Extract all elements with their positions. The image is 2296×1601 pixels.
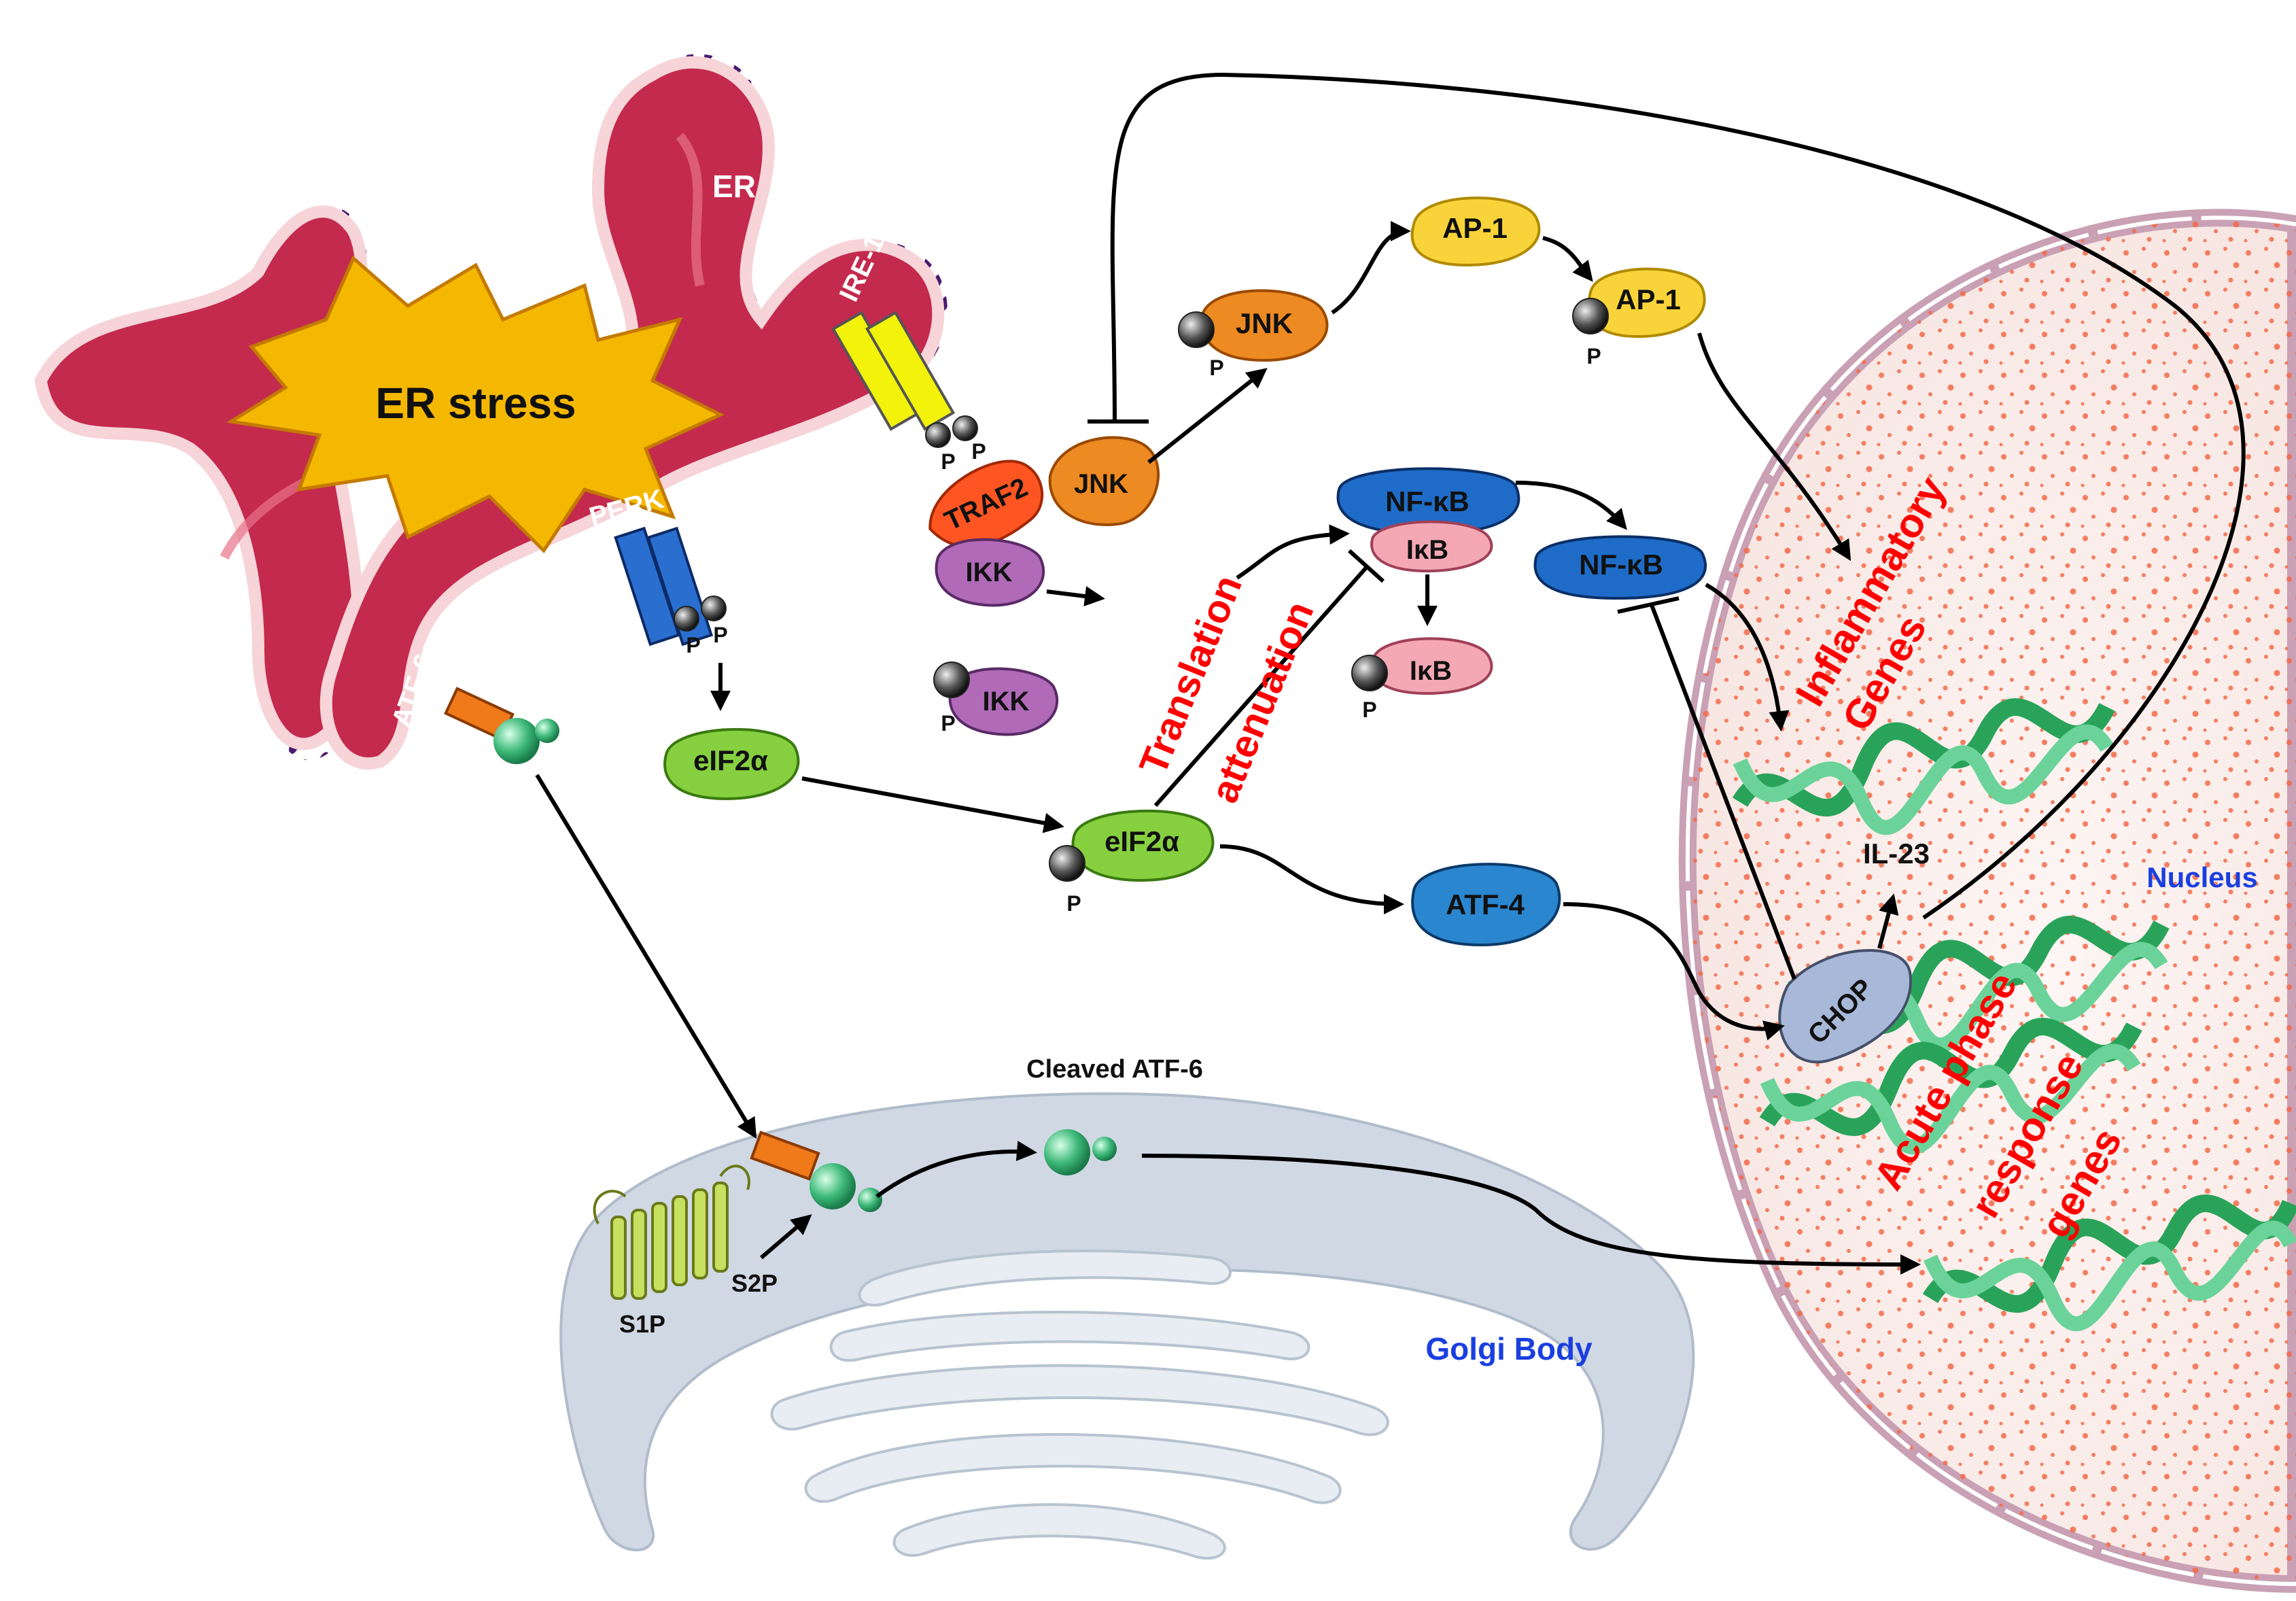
arrow-ap1-to-genes <box>1697 332 1851 562</box>
il23-label: IL-23 <box>1863 838 1930 870</box>
ire1-p2: P <box>971 439 986 464</box>
arrow-atf6-to-golgi <box>535 774 757 1139</box>
golgi-label: Golgi Body <box>1425 1331 1593 1366</box>
inhibit-chop-to-nfkb <box>1650 604 1796 980</box>
nfkb-complex-node: NF-κB <box>1336 467 1520 536</box>
atf4-label: ATF-4 <box>1446 889 1525 920</box>
ap1-p-label: AP-1 <box>1616 283 1681 315</box>
jnk-phospho-node: JNK P <box>1178 289 1329 380</box>
arrow-ikk-to-release <box>1046 586 1105 606</box>
arrow-atf6-to-nucleus <box>1141 1154 1921 1275</box>
ikk-p-label: IKK <box>983 687 1030 717</box>
jnk-complex-label: JNK <box>1074 469 1128 499</box>
inhibit-translation <box>1153 566 1368 807</box>
perk-p1: P <box>686 633 700 657</box>
dna-helix-acute-phase-2 <box>1922 1194 2296 1332</box>
er-label: ER <box>712 169 756 204</box>
ikb-p: P <box>1362 698 1376 722</box>
dna-helix-inflammatory <box>1732 698 2115 836</box>
s1p-s2p-proteases <box>593 1165 750 1300</box>
ikb-phospho-node: IκB P <box>1351 637 1493 722</box>
ikk-phospho-node: IKK P <box>933 661 1059 736</box>
cleaved-atf6-label: Cleaved ATF-6 <box>1026 1055 1203 1084</box>
inhibit-nfkb-bar <box>1617 596 1680 614</box>
ikk-complex-node: IKK <box>935 538 1045 607</box>
arrow-ap1-phos <box>1542 236 1593 282</box>
ap1-label: AP-1 <box>1442 212 1508 244</box>
nucleus <box>1678 209 2296 1594</box>
inhibit-chop-to-jnk <box>1110 72 2246 920</box>
traf2-node: TRAF2 <box>928 460 1044 549</box>
arrow-nfkb-to-genes <box>1705 583 1790 731</box>
nucleus-label: Nucleus <box>2146 861 2257 893</box>
eif2a-node: eIF2α <box>663 727 800 801</box>
atf6-er: ATF-6 <box>386 650 559 764</box>
perk-p2: P <box>713 623 727 647</box>
nfkb-complex-label: NF-κB <box>1385 485 1469 517</box>
arrow-ikb-activation <box>1236 524 1350 580</box>
ikb-p-label: IκB <box>1410 656 1452 686</box>
s2p-label: S2P <box>731 1269 778 1297</box>
er-stress-burst: ER stress <box>226 255 725 553</box>
ap1-phospho-node: AP-1 P <box>1572 267 1706 368</box>
arrow-jnk-to-ap1 <box>1331 221 1411 315</box>
eif2a-p: P <box>1066 891 1081 916</box>
arrow-atf4-to-chop <box>1563 902 1785 1041</box>
arrow-eif2a-phos <box>801 776 1064 833</box>
er-stress-label: ER stress <box>375 379 576 428</box>
ikk-complex-label: IKK <box>966 557 1013 587</box>
perk-receptor: PERK P P <box>586 484 727 657</box>
arrow-eif2a-to-atf4 <box>1219 844 1404 914</box>
eif2a-label: eIF2α <box>693 744 768 776</box>
nfkb-free-label: NF-κB <box>1579 549 1663 581</box>
arrow-s2p <box>760 1214 812 1260</box>
golgi-body <box>559 1092 1695 1560</box>
atf4-node: ATF-4 <box>1411 863 1561 947</box>
dna-helix-acute-phase-1 <box>1759 1018 2142 1155</box>
cleaved-atf6: Cleaved ATF-6 <box>750 1055 1203 1212</box>
pathway-arrows <box>535 72 2246 1275</box>
jnk-p: P <box>1209 356 1223 380</box>
jnk-complex-node: JNK <box>1048 436 1160 526</box>
eif2a-phospho-node: eIF2α P <box>1049 809 1215 916</box>
eif2a-p-label: eIF2α <box>1104 825 1179 857</box>
ire1-p1: P <box>941 449 955 474</box>
ikb-complex-node: IκB <box>1370 520 1493 573</box>
ikk-p: P <box>941 711 955 736</box>
arrow-jnk-phos <box>1147 368 1268 464</box>
ap1-p: P <box>1586 344 1601 368</box>
s1p-label: S1P <box>619 1310 665 1338</box>
arrow-nfkb-release <box>1515 481 1627 530</box>
arrow-chop-to-il23 <box>1877 893 1899 949</box>
jnk-p-label: JNK <box>1236 307 1293 339</box>
chop-node: CHOP <box>1778 948 1913 1063</box>
ap1-node: AP-1 <box>1410 196 1541 267</box>
nfkb-free-node: NF-κB <box>1533 535 1707 600</box>
inhibit-translation-bar <box>1347 549 1385 583</box>
ikb-complex-label: IκB <box>1406 535 1448 565</box>
arrow-cleaved <box>875 1141 1037 1199</box>
